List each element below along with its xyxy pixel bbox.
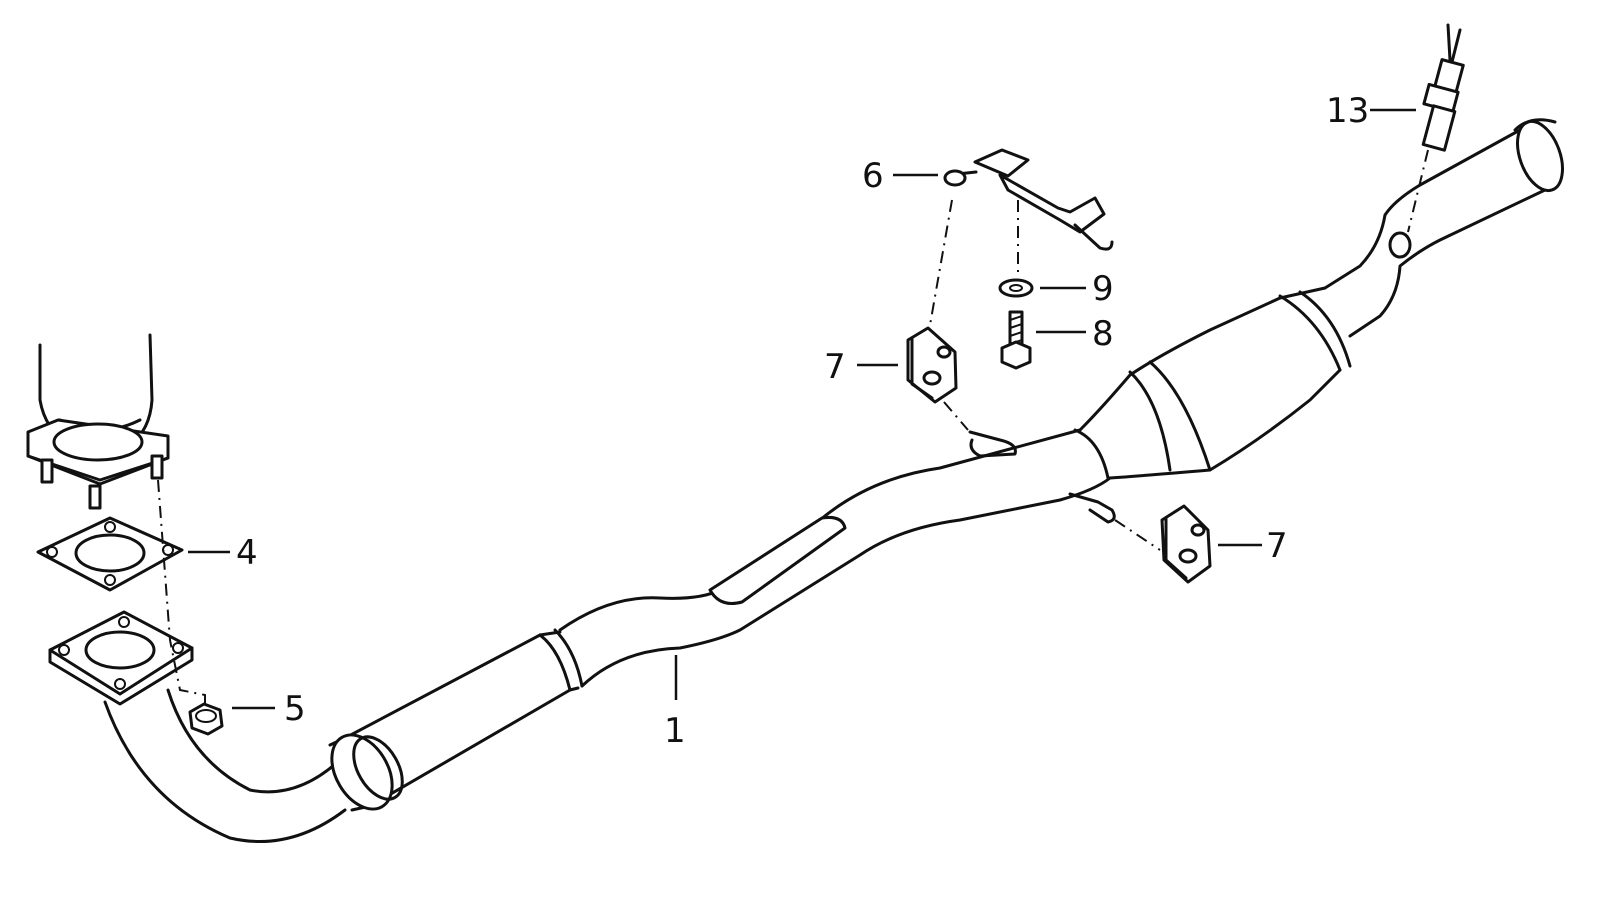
callout-part-5: 5 <box>284 689 306 729</box>
exhaust-manifold <box>26 333 170 510</box>
rubber-mount-upper <box>906 199 1017 458</box>
mounting-bracket <box>943 148 1114 278</box>
exhaust-pipe <box>103 118 1564 843</box>
rubber-mount-lower <box>1068 492 1212 584</box>
callout-part-6: 6 <box>862 156 884 196</box>
callout-part-4: 4 <box>236 533 258 573</box>
callout-part-8: 8 <box>1092 314 1114 354</box>
hex-bolt <box>1000 310 1032 370</box>
manifold-stud <box>40 454 164 510</box>
gasket <box>36 516 184 592</box>
stud-dashed-line <box>157 479 206 708</box>
callout-part-9: 9 <box>1092 269 1114 309</box>
flange-nut <box>188 702 224 736</box>
callout-part-7-upper: 7 <box>824 347 846 387</box>
washer <box>998 278 1034 298</box>
callout-part-7-lower: 7 <box>1266 526 1288 566</box>
callout-part-1: 1 <box>664 711 686 751</box>
leader-lines <box>188 108 1416 710</box>
callout-part-13: 13 <box>1326 91 1369 131</box>
front-flange <box>48 610 194 706</box>
oxygen-sensor <box>1407 23 1465 233</box>
